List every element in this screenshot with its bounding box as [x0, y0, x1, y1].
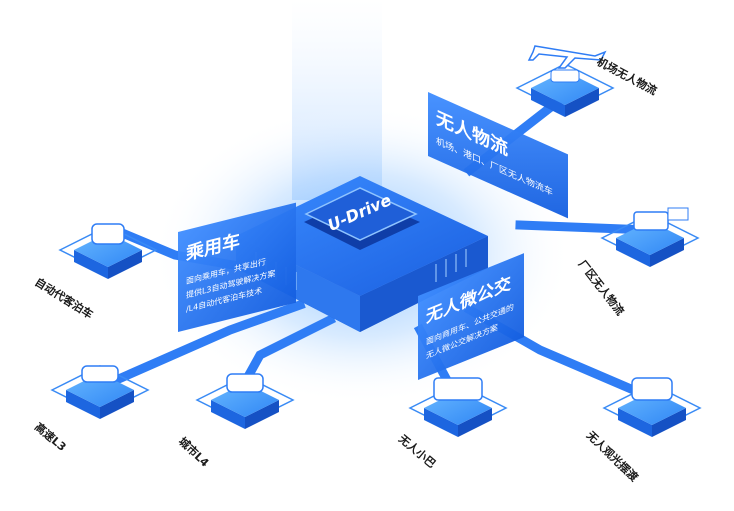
node-urban-side [211, 400, 245, 429]
node-highway-label: 高速L3 [32, 420, 69, 454]
panel-passenger-bg [178, 202, 296, 332]
node-valet-side-r [108, 250, 142, 279]
node-valet-top [74, 233, 142, 267]
node-airport-side-r [565, 88, 599, 117]
panel-logistics-bg [428, 92, 568, 219]
node-airport [515, 45, 615, 117]
node-urban-label: 城市L4 [176, 434, 212, 470]
bus-icon [433, 377, 483, 401]
node-valet [58, 223, 158, 279]
truck-trailer-icon [667, 207, 689, 221]
node-minibus-side [424, 408, 458, 437]
node-factory-label: 厂区无人物流 [576, 257, 628, 318]
link-factory [515, 220, 655, 235]
node-sightseeing [602, 377, 702, 437]
airplane-icon [527, 45, 607, 69]
node-airport-side [531, 88, 565, 117]
node-urban [195, 373, 295, 429]
node-urban-top [211, 383, 279, 417]
node-urban-side-r [245, 400, 279, 429]
node-valet-label: 自动代客泊车 [32, 275, 95, 322]
node-airport-vehicle [550, 69, 580, 83]
node-airport-top [531, 71, 599, 105]
node-factory-side-r [650, 238, 684, 267]
node-factory-side [616, 238, 650, 267]
panel-passenger: 乘用车 面向乘用车，共享出行 提供L3自动驾驶解决方案 /L4自动代客泊车技术 [178, 202, 296, 332]
shuttle-icon [631, 377, 673, 401]
node-highway-side [66, 390, 100, 419]
truck-icon [633, 211, 669, 231]
node-highway-top [66, 373, 134, 407]
panel-bus: 无人微公交 面向商用车、公共交通的 无人微公交解决方案 [418, 253, 524, 380]
panel-bus-bg [418, 253, 524, 380]
node-factory [600, 207, 700, 267]
node-minibus [408, 377, 508, 437]
node-sightseeing-side-r [652, 408, 686, 437]
node-valet-side [74, 250, 108, 279]
node-highway [50, 365, 150, 419]
link-highway [99, 299, 306, 391]
node-airport-label: 机场无人物流 [595, 54, 660, 97]
node-minibus-label: 无人小巴 [395, 431, 438, 471]
node-sightseeing-side [618, 408, 652, 437]
core-chip [304, 187, 418, 241]
car-icon [91, 223, 125, 245]
node-sightseeing-label: 无人观光摆渡 [583, 427, 642, 484]
node-highway-side-r [100, 390, 134, 419]
car-icon [226, 373, 264, 393]
node-minibus-side-r [458, 408, 492, 437]
car-icon [81, 365, 119, 383]
